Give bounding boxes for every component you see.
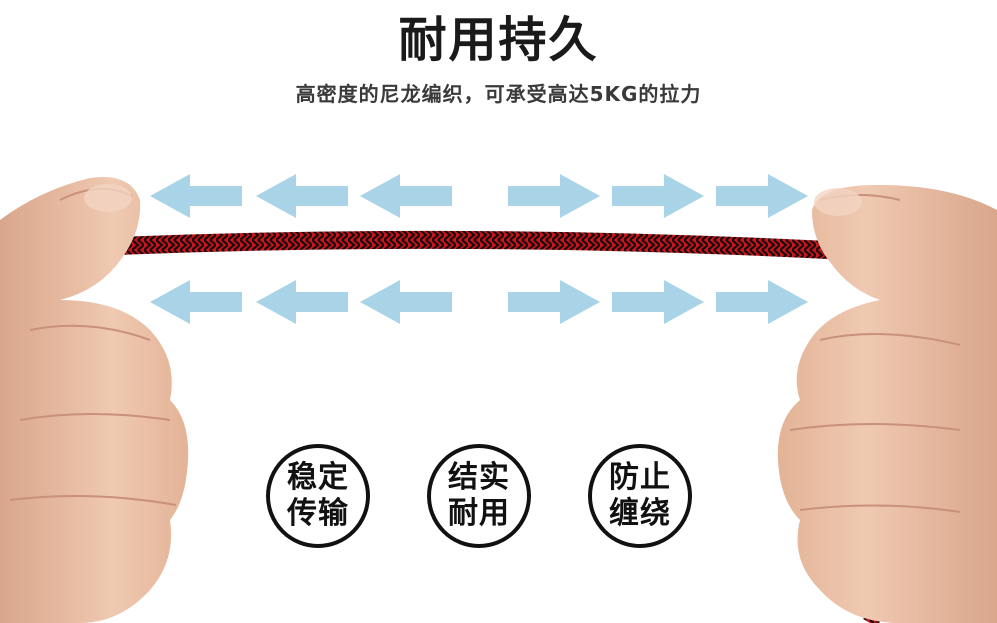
feature-badge-durable: 结实 耐用 <box>427 444 531 548</box>
badge-line-1: 稳定 <box>287 460 349 495</box>
badge-line-2: 缠绕 <box>609 496 671 531</box>
arrow-left-icon <box>150 280 452 324</box>
left-hand <box>0 177 189 623</box>
right-hand <box>777 184 997 623</box>
page-title: 耐用持久 <box>398 12 599 68</box>
page-subtitle: 高密度的尼龙编织，可承受高达5KG的拉力 <box>295 82 702 106</box>
feature-badge-anti-tangle: 防止 缠绕 <box>588 444 692 548</box>
badge-line-1: 结实 <box>448 460 510 495</box>
arrow-right-icon <box>508 174 808 218</box>
arrow-left-icon <box>150 174 452 218</box>
badge-line-2: 传输 <box>287 496 349 531</box>
badge-line-1: 防止 <box>609 460 671 495</box>
badge-line-2: 耐用 <box>448 496 510 531</box>
braided-cable <box>109 230 837 259</box>
arrow-right-icon <box>508 280 808 324</box>
feature-badge-stable-transmission: 稳定 传输 <box>266 444 370 548</box>
